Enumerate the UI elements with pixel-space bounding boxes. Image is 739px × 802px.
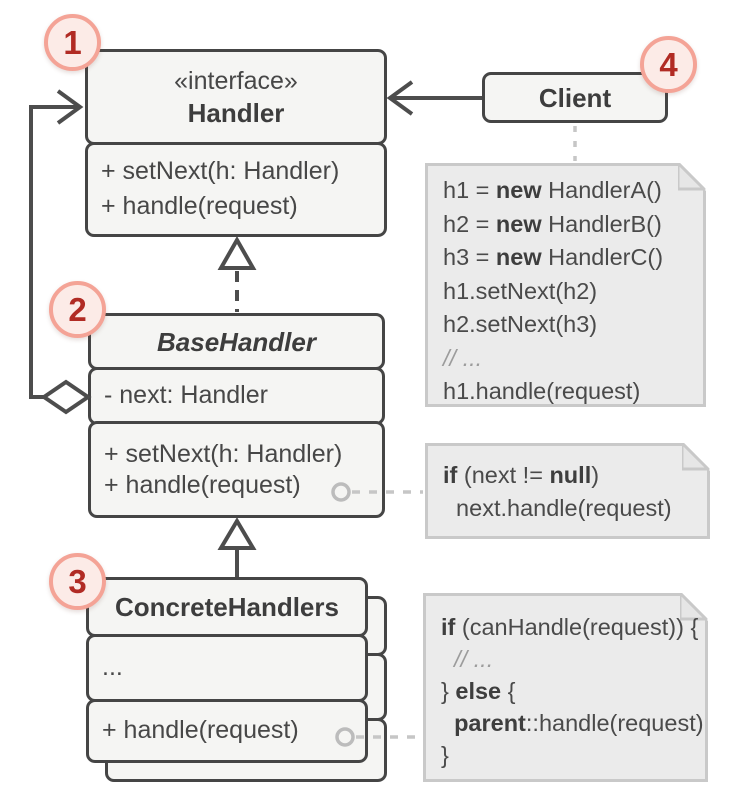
triangle-arrow-icon	[217, 517, 257, 550]
note-line: if (canHandle(request)) {	[441, 614, 699, 640]
note-fold-icon	[680, 593, 708, 621]
badge-1: 1	[44, 14, 101, 71]
class-basehandler: BaseHandler - next: Handler + setNext(h:…	[88, 313, 385, 518]
handler-header: «interface» Handler	[85, 49, 387, 145]
note-concretehandlers-code: if (canHandle(request)) { // ... } else {…	[423, 593, 708, 782]
badge-2: 2	[49, 281, 106, 338]
note-client-code: h1 = new HandlerA() h2 = new HandlerB() h3…	[425, 163, 706, 407]
note-line: parent::handle(request)	[454, 710, 704, 736]
handler-method: + handle(request)	[101, 192, 298, 221]
badge-3: 3	[49, 553, 106, 610]
note-body: if (next != null) next.handle(request)	[443, 459, 692, 525]
concretehandlers-method: + handle(request)	[102, 716, 299, 744]
note-fold-icon	[678, 163, 706, 191]
concretehandlers-header: ConcreteHandlers	[86, 577, 368, 637]
note-line: if (next != null)	[443, 462, 600, 488]
note-line: next.handle(request)	[443, 495, 672, 521]
basehandler-name: BaseHandler	[157, 326, 316, 357]
note-line: }	[441, 742, 449, 768]
note-basehandler-code: if (next != null) next.handle(request)	[425, 443, 710, 539]
client-name: Client	[538, 82, 612, 113]
note-line: h3 = new HandlerC()	[443, 244, 664, 270]
basehandler-header: BaseHandler	[88, 313, 385, 370]
class-concretehandlers: ConcreteHandlers ... + handle(request)	[86, 577, 368, 763]
note-body: h1 = new HandlerA() h2 = new HandlerB() h3…	[443, 174, 688, 409]
note-body: if (canHandle(request)) { // ... } else {…	[441, 611, 704, 771]
triangle-arrow-icon	[217, 235, 257, 270]
generalization-concrete-to-basehandler	[217, 517, 257, 577]
note-line: h2.setNext(h3)	[443, 311, 598, 337]
basehandler-methods: + setNext(h: Handler) + handle(request)	[88, 421, 385, 518]
note-line: h2 = new HandlerB()	[443, 210, 662, 237]
note-line: } else {	[441, 678, 516, 704]
basehandler-fields: - next: Handler	[88, 366, 385, 425]
note-line: h1.setNext(h2)	[443, 277, 598, 304]
concretehandlers-field: ...	[102, 653, 123, 682]
basehandler-method: + handle(request)	[104, 470, 301, 499]
basehandler-method: + setNext(h: Handler)	[104, 439, 343, 468]
association-client-to-handler	[386, 80, 482, 116]
handler-method: + setNext(h: Handler)	[101, 157, 340, 186]
class-handler: «interface» Handler + setNext(h: Handler…	[85, 49, 387, 237]
class-client: Client	[482, 72, 668, 123]
client-header: Client	[482, 72, 668, 123]
handler-stereotype: «interface»	[174, 66, 298, 95]
note-fold-icon	[682, 443, 710, 471]
handler-name: Handler	[187, 97, 285, 128]
basehandler-field: - next: Handler	[104, 381, 268, 409]
note-line: h1.handle(request)	[443, 378, 641, 404]
note-line: // ...	[443, 344, 483, 371]
note-line: h1 = new HandlerA()	[443, 177, 662, 203]
concretehandlers-methods: + handle(request)	[86, 698, 368, 763]
realization-basehandler-to-handler	[217, 235, 257, 312]
handler-methods: + setNext(h: Handler) + handle(request)	[85, 141, 387, 237]
aggregation-basehandler-to-handler	[29, 89, 92, 415]
concretehandlers-fields: ...	[86, 633, 368, 702]
badge-4: 4	[640, 36, 697, 93]
concretehandlers-name: ConcreteHandlers	[115, 592, 339, 622]
note-line: // ...	[454, 646, 494, 672]
aggregation-diamond-icon	[40, 379, 92, 415]
